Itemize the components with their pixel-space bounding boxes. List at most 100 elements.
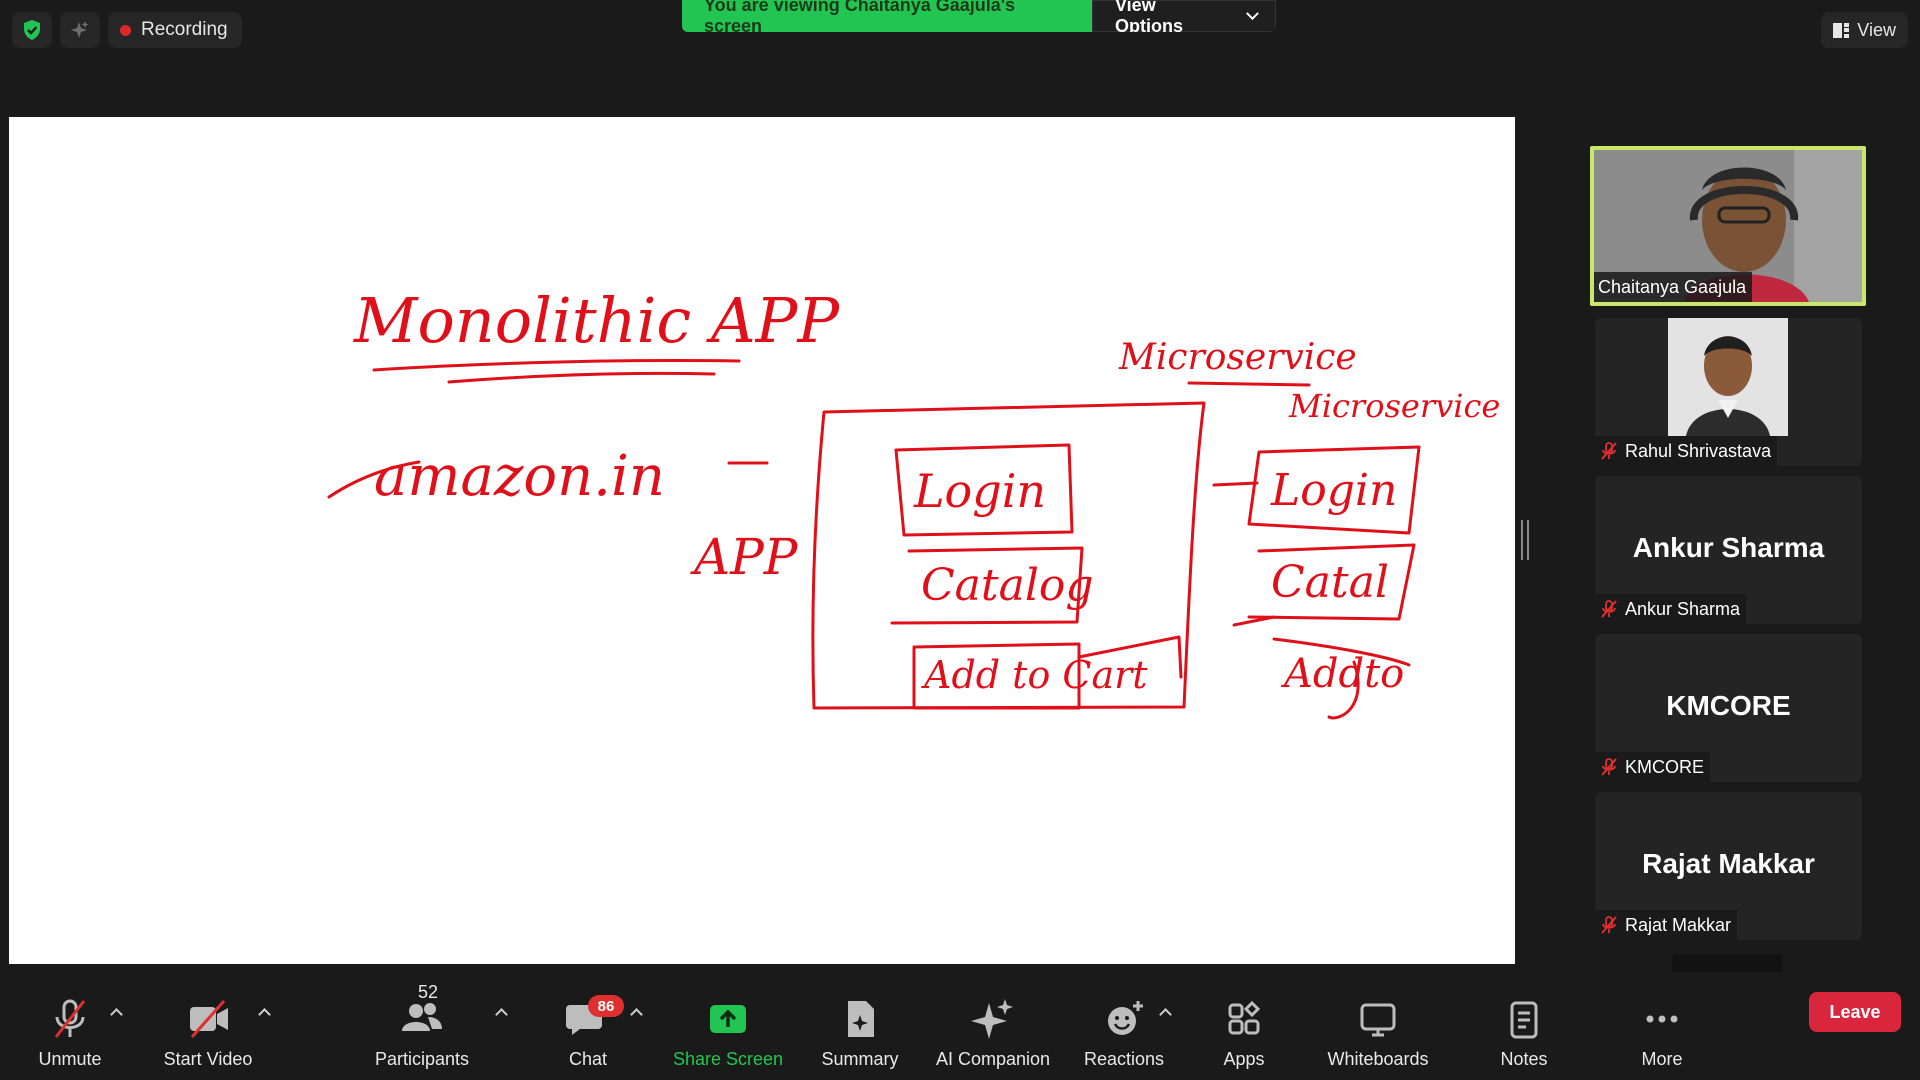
wb-mono-login: Login — [913, 464, 1046, 518]
chat-label: Chat — [568, 1049, 608, 1069]
sparkle-icon — [71, 21, 89, 38]
ai-sparkle-button[interactable] — [60, 12, 100, 48]
leave-button[interactable]: Leave — [1809, 992, 1901, 1032]
chevron-down-icon — [1246, 7, 1259, 20]
active-speaker-name-tag: Chaitanya Gaajula — [1594, 272, 1753, 302]
participant-tile[interactable]: Rajat Makkar Rajat Makkar — [1595, 792, 1862, 940]
amazon-left-stroke — [327, 460, 421, 499]
active-speaker-name: Chaitanya Gaajula — [1598, 276, 1747, 297]
ai-companion-label: AI Companion — [935, 1049, 1051, 1069]
video-options-caret[interactable] — [258, 1008, 271, 1021]
participants-options-caret[interactable] — [495, 1008, 508, 1021]
participants-icon — [402, 1003, 442, 1031]
view-options-label: View Options — [1115, 0, 1183, 32]
login-box — [894, 443, 1074, 537]
more-button[interactable]: More — [1622, 972, 1702, 1080]
participant-tile[interactable]: Ankur Sharma Ankur Sharma — [1595, 476, 1862, 624]
whiteboard-icon — [1360, 1003, 1396, 1037]
chat-unread-badge: 86 — [588, 995, 624, 1017]
title-underline — [372, 358, 741, 372]
micro-underline — [1187, 381, 1311, 387]
micro-login-box — [1247, 445, 1421, 535]
monolith-box — [811, 401, 1206, 710]
participant-name: Rahul Shrivastava — [1625, 440, 1772, 461]
catalog-box — [890, 546, 1084, 625]
participant-name-tag: Ankur Sharma — [1595, 594, 1747, 624]
wb-app-label: APP — [690, 528, 799, 586]
participant-display-name: KMCORE — [1666, 690, 1791, 721]
micro-cart-box — [1272, 637, 1411, 667]
participant-photo — [1668, 318, 1788, 436]
participants-button[interactable]: 52 Participants — [372, 972, 472, 1080]
reactions-icon — [1108, 1001, 1143, 1035]
top-left-controls: Recording — [12, 12, 242, 48]
unmute-button[interactable]: Unmute — [28, 972, 112, 1080]
mic-muted-icon — [54, 999, 86, 1038]
chat-button[interactable]: 86 Chat — [548, 972, 628, 1080]
start-video-button[interactable]: Start Video — [158, 972, 258, 1080]
video-off-icon — [190, 1000, 228, 1038]
view-button[interactable]: View — [1821, 12, 1908, 48]
view-label: View — [1857, 19, 1896, 40]
security-shield-button[interactable] — [12, 12, 52, 48]
shield-check-icon — [24, 20, 40, 40]
panel-resize-handle[interactable] — [1521, 520, 1529, 560]
participant-tile[interactable]: Rahul Shrivastava — [1595, 318, 1862, 466]
share-banner-text: You are viewing Chaitanya Gaajula's scre… — [682, 0, 1092, 32]
chat-icon-wrap: 86 — [564, 995, 624, 1041]
wb-micro-login: Login — [1270, 465, 1397, 516]
ai-companion-button[interactable]: AI Companion — [928, 972, 1058, 1080]
apps-icon — [1228, 1000, 1261, 1035]
unmute-label: Unmute — [38, 1049, 102, 1069]
participant-tile[interactable]: KMCORE KMCORE — [1595, 634, 1862, 782]
participants-label: Participants — [374, 1049, 470, 1069]
wb-micro-heading: Microservice — [1118, 337, 1357, 378]
speaker-view-icon — [1833, 22, 1850, 38]
title-underline-2 — [447, 371, 716, 384]
more-icon — [1646, 1015, 1678, 1023]
apps-label: Apps — [1223, 1049, 1265, 1069]
participants-count: 52 — [418, 982, 439, 1002]
apps-button[interactable]: Apps — [1204, 972, 1284, 1080]
chat-options-caret[interactable] — [630, 1008, 643, 1021]
participant-name: Ankur Sharma — [1625, 598, 1741, 619]
avatar-photo-icon — [1668, 318, 1788, 436]
screen-share-banner: You are viewing Chaitanya Gaajula's scre… — [682, 0, 1276, 32]
micro-catalog-stroke — [1232, 615, 1276, 627]
share-screen-label: Share Screen — [672, 1049, 784, 1069]
wb-micro-catalog: Catal — [1271, 557, 1389, 608]
mic-muted-icon — [1601, 442, 1617, 460]
micro-cart-loop — [1327, 660, 1360, 720]
cart-box — [912, 642, 1081, 710]
whiteboards-label: Whiteboards — [1327, 1049, 1429, 1069]
wb-title: Monolithic APP — [353, 284, 840, 357]
participant-gallery: Chaitanya Gaajula Rahul Shriv — [1590, 146, 1866, 1002]
notes-button[interactable]: Notes — [1484, 972, 1564, 1080]
mic-muted-icon — [1601, 916, 1617, 934]
whiteboard-drawing: Monolithic APP amazon.in APP Login Catal… — [327, 284, 1500, 720]
meeting-toolbar: Unmute Start Video 52 Participants — [0, 972, 1920, 1080]
shared-screen-canvas[interactable]: Monolithic APP amazon.in APP Login Catal… — [9, 117, 1515, 964]
summary-button[interactable]: Summary — [810, 972, 910, 1080]
participant-display-name: Ankur Sharma — [1632, 532, 1825, 563]
wb-site: amazon.in — [374, 444, 665, 509]
recording-dot-icon — [120, 24, 131, 36]
recording-indicator[interactable]: Recording — [108, 12, 242, 48]
participant-name-tag: Rajat Makkar — [1595, 910, 1738, 940]
reactions-button[interactable]: Reactions — [1080, 972, 1168, 1080]
participant-name-tag: KMCORE — [1595, 752, 1711, 782]
view-options-button[interactable]: View Options — [1092, 0, 1276, 32]
summary-label: Summary — [821, 1049, 899, 1069]
notes-icon — [1510, 1001, 1538, 1039]
cart-box-ext — [1077, 635, 1183, 679]
notes-label: Notes — [1500, 1049, 1548, 1069]
participant-name: Rajat Makkar — [1625, 914, 1732, 935]
reactions-label: Reactions — [1083, 1049, 1165, 1069]
participant-name: KMCORE — [1625, 756, 1705, 777]
active-speaker-tile[interactable]: Chaitanya Gaajula — [1590, 146, 1866, 306]
audio-options-caret[interactable] — [110, 1008, 123, 1021]
mic-muted-icon — [1601, 600, 1617, 618]
share-screen-button[interactable]: Share Screen — [668, 972, 788, 1080]
whiteboards-button[interactable]: Whiteboards — [1318, 972, 1438, 1080]
